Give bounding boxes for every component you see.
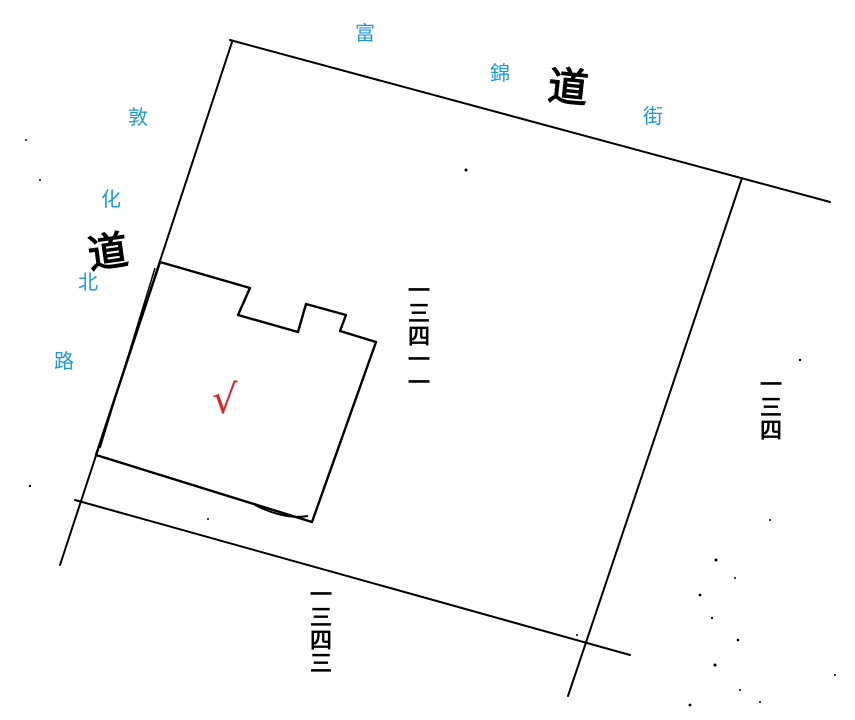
parcel-center-digit: 四 [407,324,430,351]
label-bei: 北 [78,270,98,294]
building-edge-double [99,267,156,449]
parcel-bottom-digit: 三 [309,605,332,632]
check-mark: √ [212,377,238,423]
label-dun: 敦 [128,105,148,129]
lot-boundary-bottom [74,499,631,656]
parcel-center-digit: 一 [407,278,430,304]
parcel-number-bottom: 一 三 四 三 [307,582,335,678]
parcel-center-digit: 三 [407,301,430,328]
parcel-bottom-digit: 三 [309,651,332,678]
road-boundary-top [229,39,831,203]
label-jie: 街 [643,104,663,128]
parcel-right-digit: 三 [759,395,782,422]
label-hua: 化 [101,187,121,211]
parcel-bottom-digit: 一 [309,582,332,608]
road-mark-top: 道 [545,62,591,113]
parcel-number-right: 一 三 四 [757,372,785,445]
building-outline [94,260,378,524]
parcel-bottom-digit: 四 [309,628,332,655]
building-step [254,504,309,518]
label-jin: 錦 [490,61,510,85]
parcel-center-digit: 一 [407,347,430,374]
parcel-right-digit: 四 [759,418,782,445]
parcel-center-digit: 一 [407,370,430,397]
road-mark-left: 道 [84,226,132,279]
label-fu: 富 [355,21,375,45]
lot-boundary-right [567,177,743,697]
parcel-right-digit: 一 [759,372,782,398]
parcel-number-center: 一 三 四 一 一 [405,278,433,397]
label-lu: 路 [54,349,74,373]
